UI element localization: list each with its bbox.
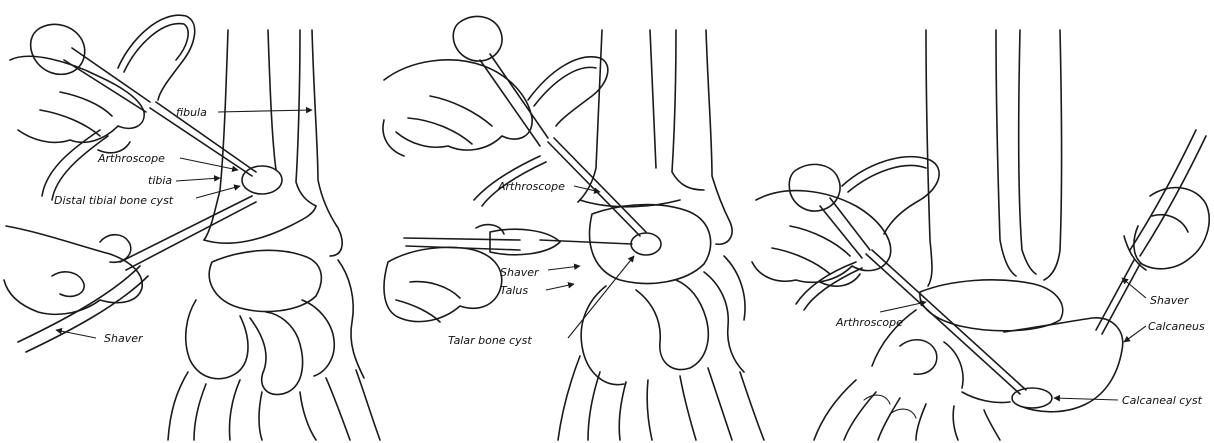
ankle-bones-drawing (558, 30, 764, 440)
calcaneus-label: Calcaneus (1148, 320, 1205, 333)
shaver-label: Shaver (104, 332, 144, 345)
tibia-label: tibia (148, 174, 172, 187)
fibula-label: fibula (176, 106, 207, 119)
arthroscope-instrument (453, 16, 646, 236)
talar-cyst (631, 233, 661, 255)
panel-talus: Arthroscope Shaver Talus Talar bone cyst (383, 16, 764, 440)
shaver-leader (1122, 278, 1146, 298)
calcaneal-cyst-label: Calcaneal cyst (1122, 394, 1203, 407)
panel-calcaneus: Arthroscope Shaver Calcaneus Calcaneal c… (752, 30, 1209, 440)
arthroscope-label: Arthroscope (97, 152, 165, 165)
shaver-leader (548, 266, 580, 270)
surgeon-hand-top (383, 60, 532, 156)
fibula-leader (218, 110, 312, 112)
calcaneal-cyst (1012, 388, 1052, 408)
arthroscope-label: Arthroscope (497, 180, 565, 193)
shaver-instrument (404, 229, 632, 255)
surgeon-hand-right (1124, 188, 1209, 270)
panel-distal-tibia: fibula Arthroscope tibia Distal tibial b… (4, 15, 380, 440)
distal-tibial-cyst (242, 166, 282, 194)
shaver-label: Shaver (500, 266, 540, 279)
arthroscope-leader (180, 158, 238, 170)
talus-label: Talus (500, 284, 528, 297)
arthroscope-label: Arthroscope (835, 316, 903, 329)
distal-tibial-cyst-label: Distal tibial bone cyst (54, 194, 174, 207)
talus-leader (546, 284, 574, 290)
tibia-leader (176, 178, 220, 181)
calcaneus-leader (1124, 326, 1146, 342)
ankle-bones-drawing (814, 30, 1123, 440)
surgeon-hand-bottom (4, 226, 142, 314)
cyst-leader (1054, 398, 1118, 400)
arthroscope-instrument (789, 157, 1026, 394)
surgeon-hand-top (752, 191, 891, 287)
ankle-bones-drawing (168, 30, 380, 440)
shaver-label: Shaver (1150, 294, 1190, 307)
arthroscope-leader (880, 302, 926, 312)
shaver-instrument (18, 196, 256, 352)
talar-cyst-label: Talar bone cyst (448, 334, 532, 347)
